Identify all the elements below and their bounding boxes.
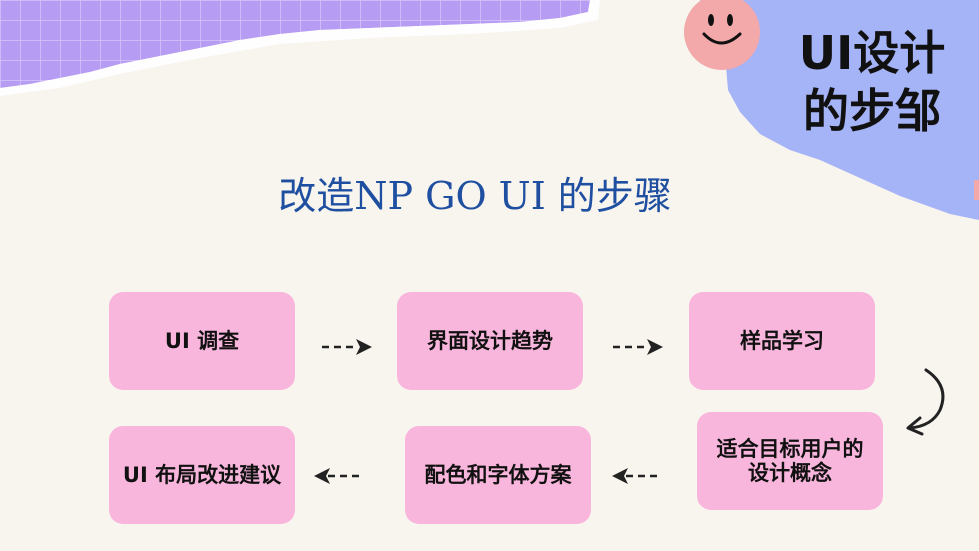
step-label: UI 调查 [164,329,240,353]
step-box-6: UI 布局改进建议 [109,426,295,524]
arrow-right-icon [613,339,663,355]
curved-arrow-icon [906,368,945,436]
step-label: 适合目标用户的设计概念 [716,437,864,485]
arrow-left-icon [314,468,364,484]
step-box-1: UI 调查 [109,292,295,390]
step-label: 配色和字体方案 [424,463,572,487]
arrow-right-icon [322,339,372,355]
step-box-3: 样品学习 [689,292,875,390]
page-title: 改造NP GO UI 的步骤 [278,174,672,218]
step-box-2: 界面设计趋势 [397,292,583,390]
step-label: UI 布局改进建议 [122,463,282,487]
step-box-5: 配色和字体方案 [405,426,591,524]
step-box-4: 适合目标用户的设计概念 [697,412,883,510]
arrow-left-icon [612,468,662,484]
step-label: 界面设计趋势 [427,329,553,353]
blue-blob-shape [700,0,979,220]
smiley-icon [684,0,760,70]
grid-paper-shape [0,0,590,88]
step-label: 样品学习 [740,329,824,353]
corner-title: UI设计的步邹 [798,26,946,138]
